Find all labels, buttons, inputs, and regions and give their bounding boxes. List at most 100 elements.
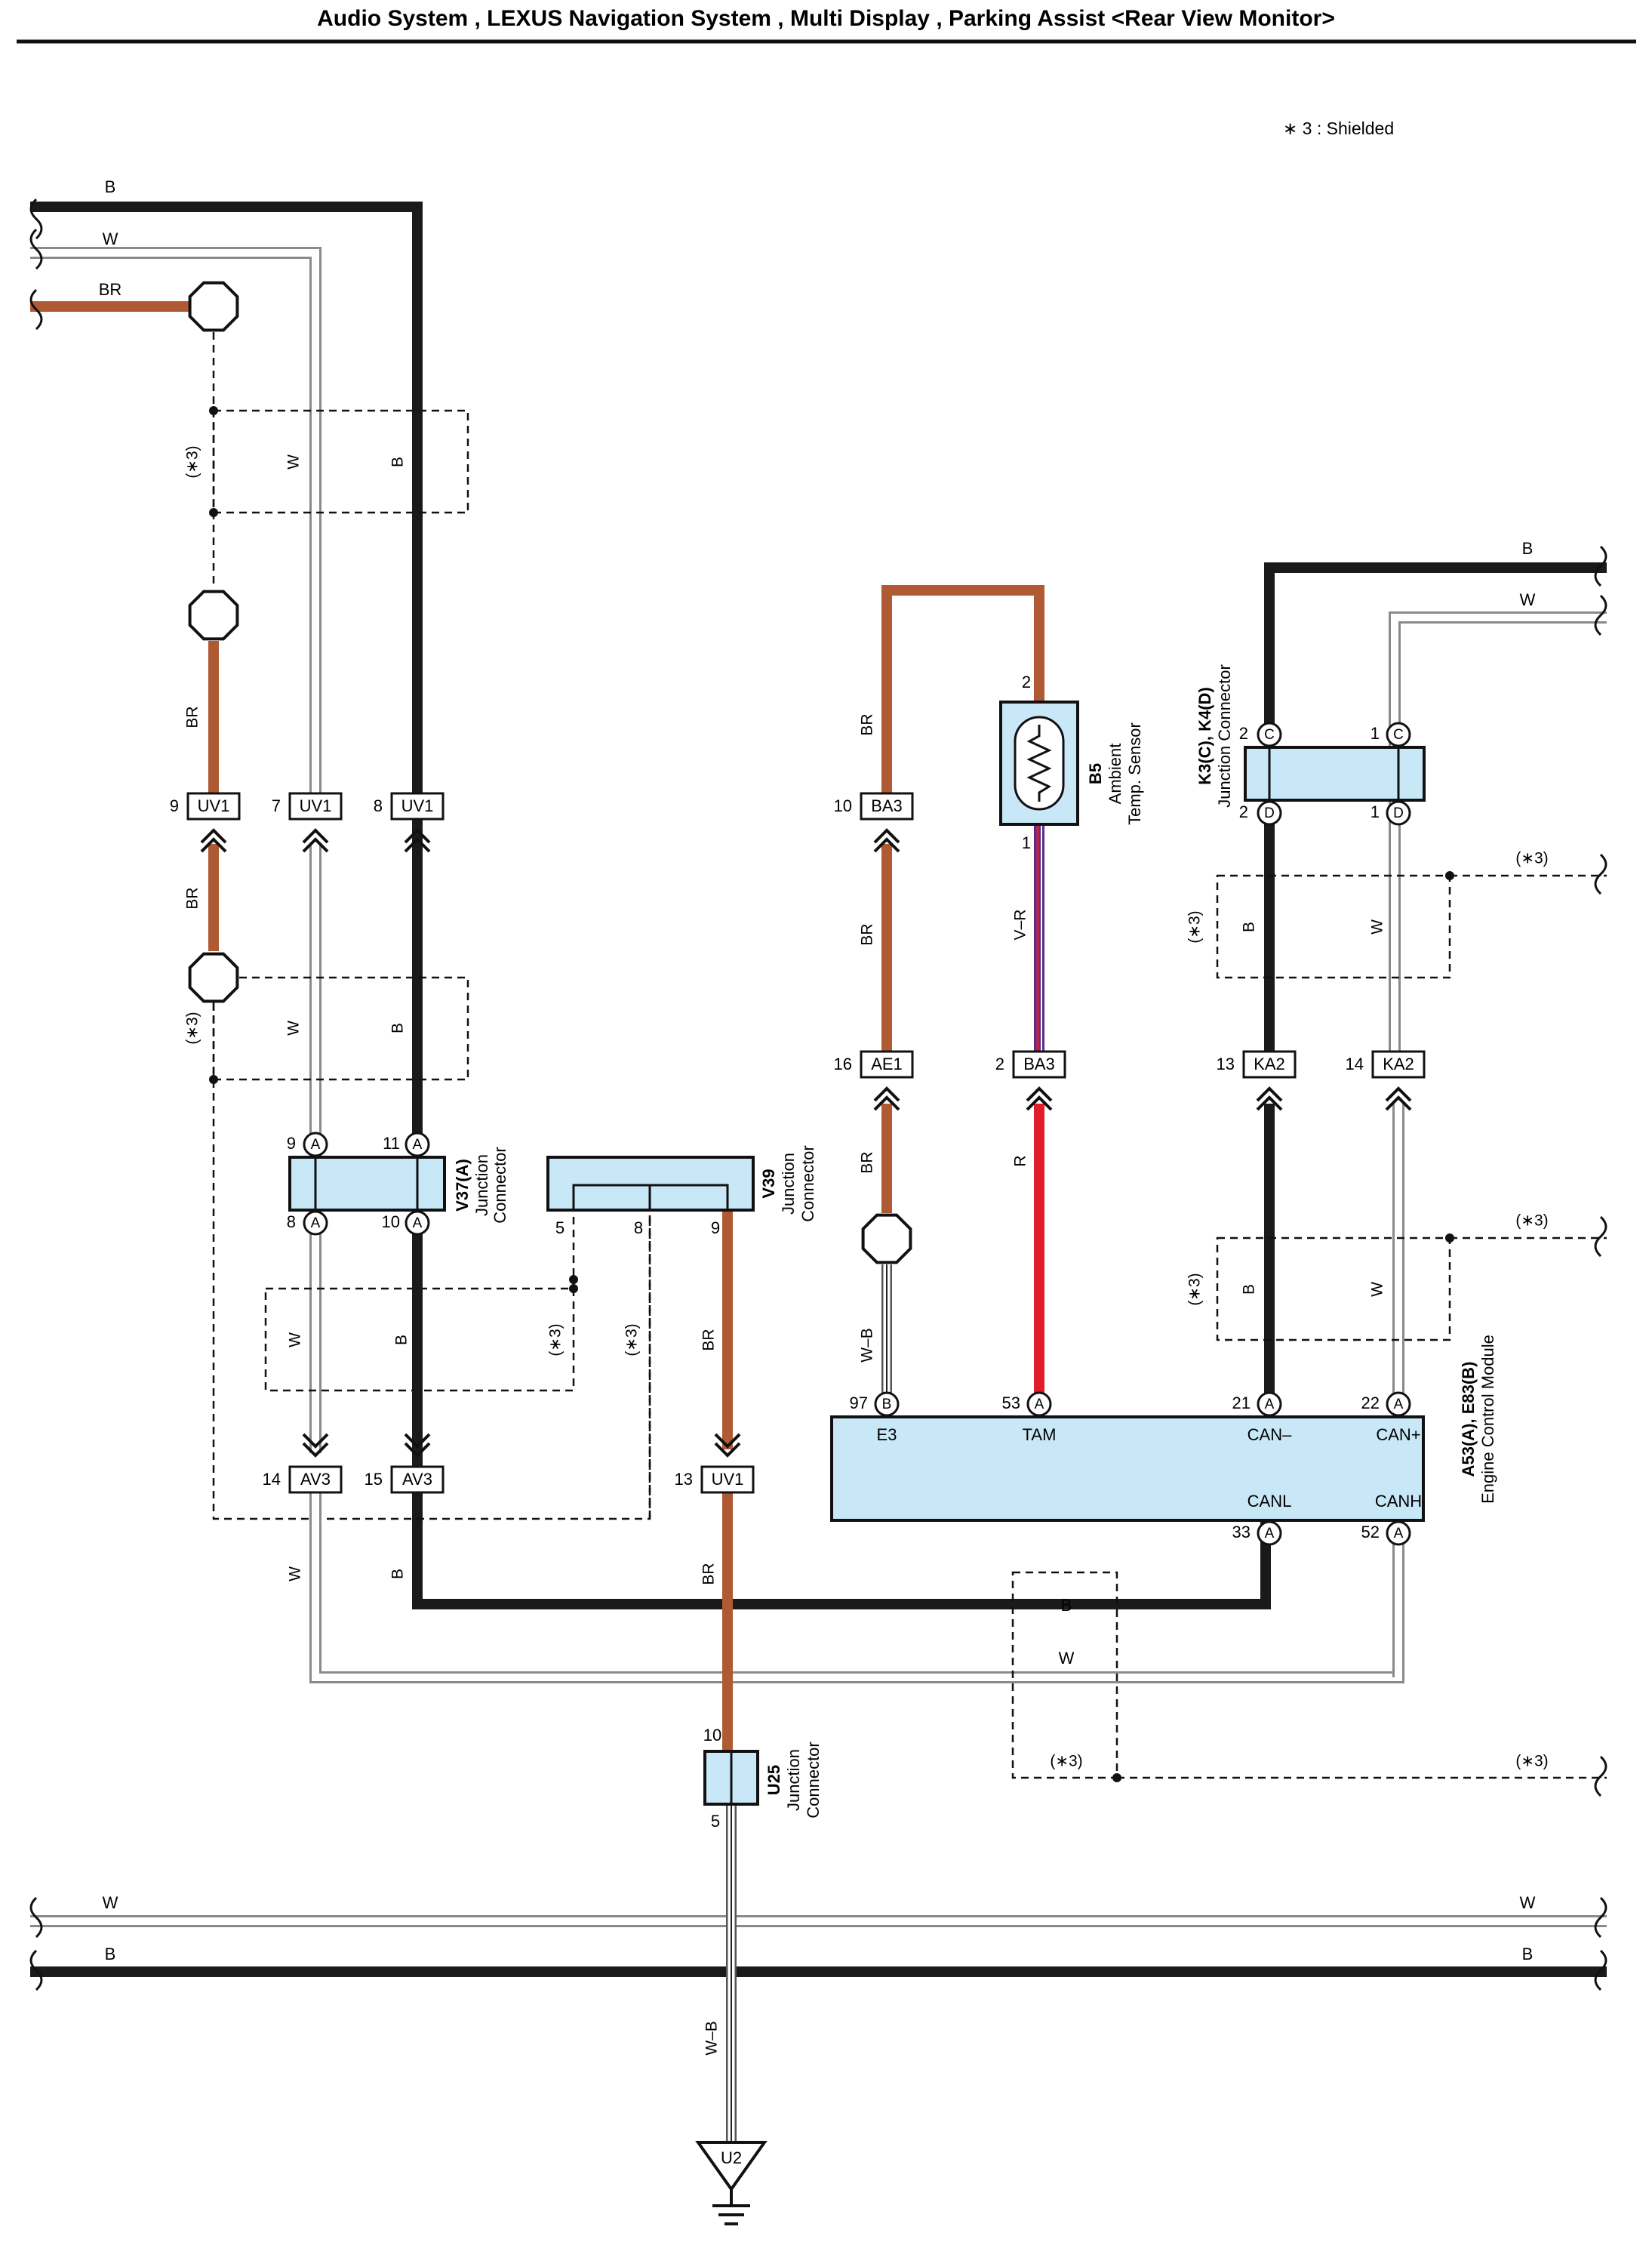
connector-uv1-low-box (700, 1465, 755, 1494)
label-low-br: BR (700, 1563, 718, 1584)
connector-uv1-right-box (390, 792, 445, 821)
shield-note: ∗ 3 : Shielded (1283, 119, 1394, 138)
chevron-av3-right (404, 1442, 431, 1458)
label-shield-1-w: W (285, 454, 303, 470)
junction-dot (1445, 871, 1454, 880)
ecm-pin-canm-num: 21 (1232, 1394, 1251, 1412)
label-top-b: B (105, 177, 116, 196)
chevron-ba3-low (1026, 1086, 1053, 1102)
chevron-uv1-mid (302, 837, 329, 853)
k4-pin-r-letter: D (1393, 805, 1404, 821)
ecm-pin-canm (1257, 1391, 1282, 1417)
chevron-ba3-top (873, 837, 900, 853)
ecm-pin-canp-num: 22 (1361, 1394, 1380, 1412)
connector-ba3-top-box (860, 792, 914, 821)
chevron-uv1-left (200, 837, 227, 853)
label-ground-wb: W–B (703, 2021, 721, 2056)
connector-ka2-left-box (1242, 1050, 1297, 1079)
label-ae1-br: BR (859, 1151, 876, 1173)
v37-pin-tr-num: 11 (383, 1134, 400, 1153)
label-rshield-1-w: W (1369, 919, 1386, 935)
ecm-terminal-canp: CAN+ (1376, 1425, 1420, 1444)
k3-pin-r (1386, 722, 1411, 747)
label-mid-shield-b: (∗3) (623, 1323, 641, 1356)
k4-pin-l (1257, 800, 1282, 826)
connector-av3-right-box (390, 1465, 445, 1494)
chevron-ba3-top (873, 828, 900, 844)
chevron-ka2-left (1256, 1086, 1283, 1102)
b5-pin-top: 2 (1022, 673, 1031, 691)
label-bottom-shield-ext: (∗3) (1515, 1753, 1548, 1770)
v39-id: V39 (759, 1169, 778, 1198)
chevron-uv1-low (714, 1433, 741, 1449)
k4-pin-r-num: 1 (1371, 802, 1380, 821)
ecm-pin-canp (1386, 1391, 1411, 1417)
b5-id: B5 (1086, 763, 1105, 784)
label-left-br-2: BR (184, 887, 202, 909)
connector-ba3-low-box (1012, 1050, 1066, 1079)
connector-ae1-box (860, 1050, 914, 1079)
connector-ka2-right-box (1371, 1050, 1426, 1079)
label-shield-1-b: B (389, 457, 407, 467)
v39-name: Junction (779, 1153, 798, 1215)
ground-u2-triangle (695, 2141, 768, 2192)
resistor-icon (1026, 725, 1052, 802)
label-bus-b-right: B (1522, 1945, 1534, 1963)
connector-uv1-left-code: UV1 (198, 796, 230, 815)
break-top-left-b (29, 198, 43, 240)
ecm-pin-canm-letter: A (1265, 1397, 1275, 1412)
b5-name2: Temp. Sensor (1125, 722, 1144, 825)
v37-pin-br (405, 1210, 430, 1236)
junction-dot (569, 1275, 578, 1284)
v37-id: V37(A) (453, 1159, 472, 1212)
label-ba3-br-low: BR (859, 923, 876, 945)
label-v39-br: BR (700, 1329, 718, 1350)
label-vr: V–R (1012, 910, 1029, 941)
chevron-uv1-mid (302, 828, 329, 844)
break-right-b (1594, 545, 1607, 587)
ecm-pin-e3-letter: B (882, 1397, 892, 1412)
v37-pin-br-num: 10 (382, 1212, 400, 1231)
splice-left-upper (188, 590, 239, 641)
junction-k3k4-body (1244, 746, 1426, 802)
connector-uv1-mid-box (288, 792, 343, 821)
connector-ka2-left-pin: 13 (1217, 1055, 1235, 1073)
label-rshield-2: (∗3) (1186, 1273, 1204, 1305)
k3k4-name: Junction Connector (1215, 664, 1234, 808)
label-low-w: W (287, 1566, 304, 1581)
connector-uv1-mid-pin: 7 (272, 796, 281, 815)
connector-ba3-low-code: BA3 (1023, 1055, 1055, 1073)
chevron-ae1 (873, 1095, 900, 1111)
v37-pin-bl (303, 1210, 328, 1236)
wire-w-top-left-core (30, 249, 319, 793)
label-bottom-box-w: W (1059, 1649, 1075, 1668)
break-top-left-br (29, 288, 43, 331)
k3k4-id: K3(C), K4(D) (1195, 687, 1214, 785)
connector-ka2-left-code: KA2 (1254, 1055, 1285, 1073)
ecm-terminal-e3: E3 (877, 1425, 897, 1444)
u25-name: Junction (784, 1749, 803, 1811)
splice-e3 (861, 1213, 912, 1264)
label-wb-e3: W–B (859, 1328, 876, 1363)
junction-dot (1112, 1773, 1121, 1782)
connector-uv1-mid-code: UV1 (300, 796, 332, 815)
connector-uv1-right-code: UV1 (401, 796, 434, 815)
v37-pin-br-letter: A (413, 1215, 423, 1231)
wires (29, 198, 1607, 2142)
wire-br-b5-loop (881, 585, 1044, 793)
connector-uv1-low-code: UV1 (712, 1470, 744, 1489)
ecm-pin-e3 (874, 1391, 900, 1417)
k4-pin-r (1386, 800, 1411, 826)
wire-b-right-top (1264, 562, 1607, 1052)
k3-pin-l (1257, 722, 1282, 747)
ecm-terminal-canl: CANL (1247, 1492, 1292, 1511)
connector-ka2-right-pin: 14 (1346, 1055, 1364, 1073)
wire-w-top-left (30, 247, 321, 793)
label-rshield-2-b: B (1241, 1284, 1258, 1295)
chevron-ba3-low (1026, 1095, 1053, 1111)
k4-pin-l-letter: D (1264, 805, 1275, 821)
ecm-pin-e3-num: 97 (850, 1394, 868, 1412)
label-rshield-1-ext: (∗3) (1515, 850, 1548, 867)
connector-ae1-code: AE1 (871, 1055, 903, 1073)
label-bus-b-left: B (105, 1945, 116, 1963)
